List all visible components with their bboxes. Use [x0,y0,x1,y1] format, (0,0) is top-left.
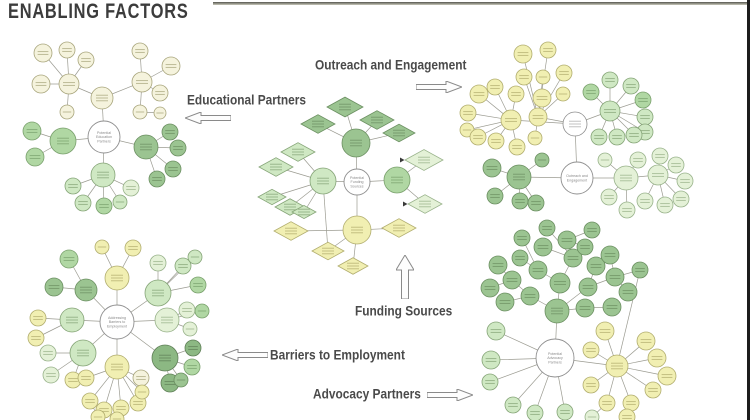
page-title: ENABLING FACTORS [8,0,189,23]
arrow-up-icon [396,255,414,299]
arrow-right-icon [427,389,473,401]
label-funding-sources: Funding Sources [355,302,453,319]
arrow-right-icon [416,81,462,93]
arrow-left-icon [222,349,268,361]
top-rule [213,2,750,5]
right-border [747,0,750,420]
arrow-left-icon [185,112,231,124]
label-outreach-and-engagement: Outreach and Engagement [315,56,467,73]
label-educational-partners: Educational Partners [187,91,307,108]
label-advocacy-partners: Advocacy Partners [313,385,421,402]
label-barriers-to-employment: Barriers to Employment [270,346,405,363]
